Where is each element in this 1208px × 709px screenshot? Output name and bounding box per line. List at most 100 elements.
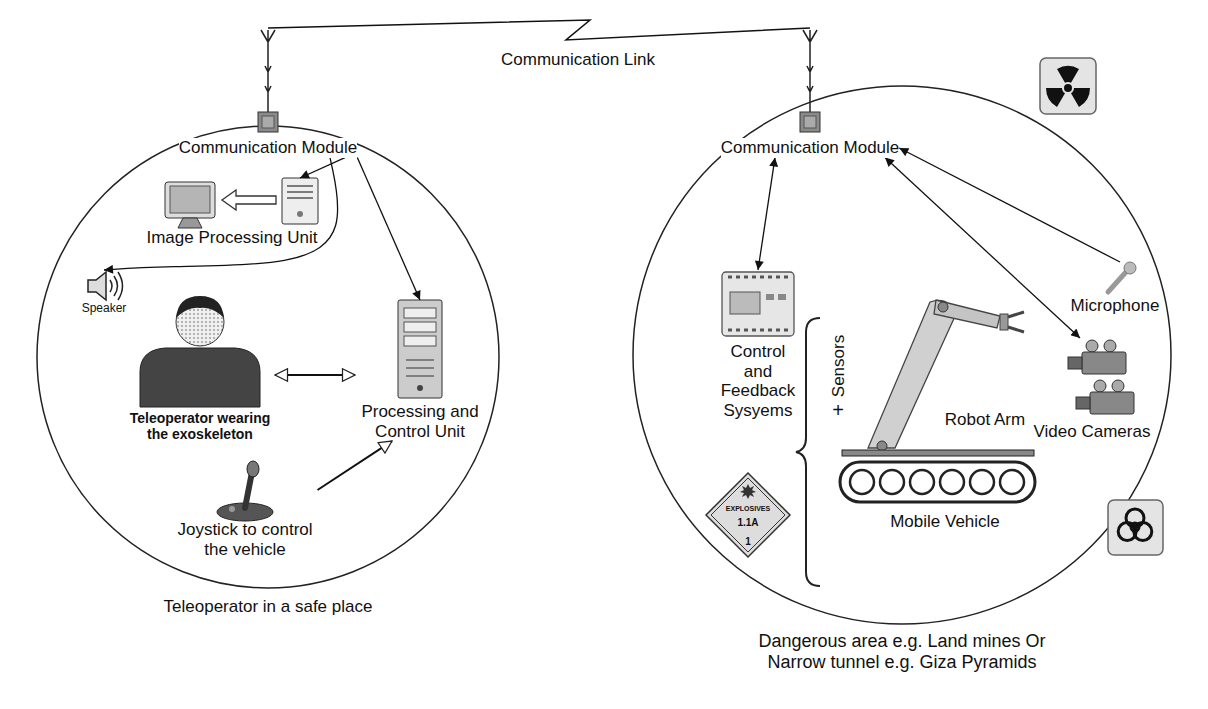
annotation-label: 1.1A <box>737 518 758 528</box>
joystick-icon <box>229 506 235 512</box>
controller-icon <box>778 294 786 300</box>
connector <box>268 20 810 40</box>
tracked-vehicle-icon <box>840 462 1035 502</box>
label-holder: + <box>832 400 844 420</box>
server-icon <box>417 385 423 391</box>
component-label: Joystick to control the vehicle <box>173 520 318 559</box>
microphone-icon <box>1108 262 1136 292</box>
antenna <box>261 30 275 112</box>
comm-module-box <box>262 116 274 128</box>
comm-module-box <box>258 112 278 132</box>
tracked-vehicle-icon <box>840 450 1035 502</box>
component-label: Mobile Vehicle <box>890 512 1000 532</box>
tracked-vehicle-icon <box>880 470 904 494</box>
component-label: Control and Feedback Sysyems <box>717 342 799 420</box>
computer-tower-icon <box>287 186 313 198</box>
robot-arm-icon <box>934 300 1000 328</box>
connector <box>357 158 420 300</box>
label-holder: EXPLOSIVES <box>726 505 770 512</box>
brace <box>796 318 820 586</box>
tracked-vehicle-icon <box>970 470 994 494</box>
speaker-icon <box>110 272 123 300</box>
antenna <box>261 30 817 112</box>
tracked-vehicle-icon <box>850 470 874 494</box>
speaker-icon <box>88 272 123 300</box>
robot-arm-icon <box>938 302 948 312</box>
controller-icon <box>722 272 794 336</box>
biohazard-sign <box>1118 509 1152 541</box>
radiation-sign <box>1057 66 1079 83</box>
joystick-icon <box>245 472 252 508</box>
video-camera-icon <box>1082 352 1126 374</box>
controller-icon <box>722 272 794 336</box>
hollow-arrow <box>222 190 276 210</box>
antenna <box>803 30 817 112</box>
video-camera-icon <box>1112 380 1124 392</box>
radiation-sign <box>1043 66 1092 109</box>
controller-icon <box>766 294 774 300</box>
tracked-vehicle-icon <box>940 470 964 494</box>
explosives-placard <box>706 473 790 557</box>
computer-tower-icon <box>282 178 318 224</box>
component-label: Teleoperator wearing the exoskeleton <box>125 410 275 442</box>
connector <box>899 148 1120 262</box>
connector <box>758 158 775 270</box>
annotation-label: 1 <box>745 537 751 547</box>
teleoperator-figure <box>140 296 260 407</box>
biohazard-sign <box>1108 500 1163 555</box>
component-label: Image Processing Unit <box>146 228 317 248</box>
monitor-icon <box>165 182 215 228</box>
computer-tower-icon <box>297 211 303 217</box>
video-camera-icon <box>1076 397 1090 409</box>
component-node: Mobile Vehicle <box>890 512 1000 532</box>
component-label: Processing and Control Unit <box>355 402 485 441</box>
tracked-vehicle-icon <box>1000 470 1024 494</box>
microphone-icon <box>1108 272 1126 292</box>
joystick-icon <box>217 461 273 521</box>
connector <box>318 441 393 490</box>
edge-label-holder: Communication Link <box>499 50 657 70</box>
speaker-icon <box>88 272 106 300</box>
monitor-icon <box>165 182 215 218</box>
video-camera-icon <box>1090 392 1134 414</box>
region-caption: Dangerous area e.g. Land mines Or Narrow… <box>752 631 1052 672</box>
video-camera-icon <box>1068 340 1134 414</box>
robot-arm-icon <box>1000 314 1008 330</box>
component-label: Communication Module <box>179 138 358 158</box>
controller-icon <box>730 292 760 314</box>
brace <box>796 318 820 586</box>
connector <box>300 158 345 178</box>
monitor-icon <box>178 218 202 228</box>
explosives-placard <box>706 473 790 557</box>
component-label: Video Cameras <box>1034 422 1151 442</box>
video-camera-icon <box>1086 340 1098 352</box>
teleoperator-figure <box>176 296 224 318</box>
video-camera-icon <box>1068 357 1082 369</box>
tracked-vehicle-icon <box>842 450 1034 456</box>
component-label: Speaker <box>82 302 127 316</box>
tracked-vehicle-icon <box>850 470 1024 494</box>
connector <box>104 158 338 270</box>
region-caption: Teleoperator in a safe place <box>118 597 418 617</box>
region-outline <box>37 126 499 588</box>
component-label: Robot Arm <box>945 410 1025 430</box>
teleoperator-figure <box>140 348 260 407</box>
explosives-placard <box>740 484 756 499</box>
server-icon <box>398 300 442 398</box>
component-node: Microphone <box>1071 262 1160 316</box>
robot-arm-icon <box>1008 312 1024 332</box>
component-label: Microphone <box>1071 296 1160 316</box>
component-label: Communication Module <box>721 138 900 158</box>
hollow-arrow <box>222 190 276 210</box>
label-holder: 1.1A <box>737 518 758 528</box>
controller-icon <box>728 276 788 279</box>
label-holder: Sensors <box>830 335 847 397</box>
connector <box>275 374 355 376</box>
video-camera-icon <box>1104 340 1116 352</box>
server-icon <box>406 360 434 376</box>
robot-arm-icon <box>868 300 1024 451</box>
controller-icon <box>728 329 788 332</box>
server-icon <box>404 336 436 346</box>
radiation-sign <box>1064 84 1072 92</box>
icon-space <box>1071 262 1160 296</box>
